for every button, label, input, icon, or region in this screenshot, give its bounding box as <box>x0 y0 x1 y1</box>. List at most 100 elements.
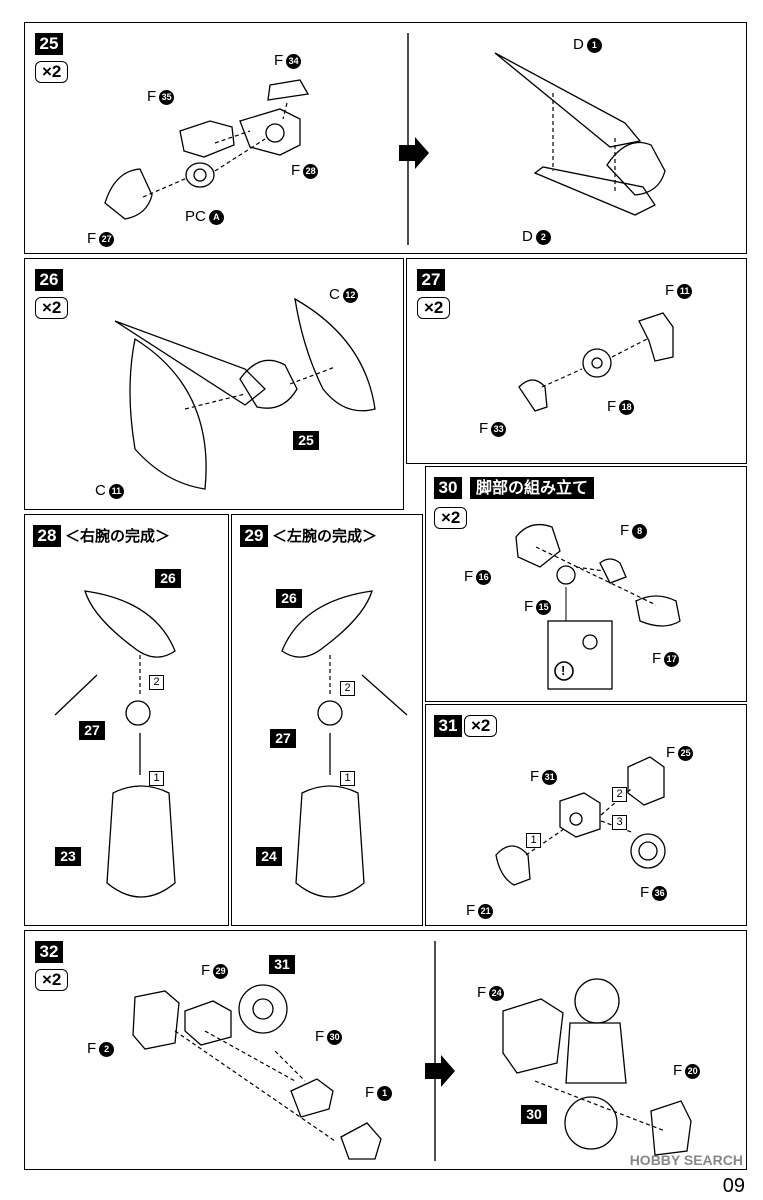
label-f24-num: 24 <box>489 985 505 1001</box>
label-f17-num: 17 <box>664 651 680 667</box>
spike-left <box>54 674 98 716</box>
step-28-order-2: 2 <box>149 675 164 690</box>
step-32-ref-30: 30 <box>521 1105 547 1124</box>
page-number: 09 <box>722 1175 745 1197</box>
step-29-order-1: 1 <box>340 771 355 786</box>
label-f31-letter: F <box>530 768 540 785</box>
label-f18-num: 18 <box>619 399 635 415</box>
part-d2-shape <box>533 166 656 216</box>
step-28-ref-23: 23 <box>55 847 81 866</box>
step-31-number: 31 <box>434 715 462 737</box>
step-28-title: ＜右腕の完成＞ <box>65 527 171 545</box>
step-32-number: 32 <box>35 941 63 963</box>
step-28-panel: 28 ＜右腕の完成＞ 26 27 23 2 1 <box>24 514 229 926</box>
label-f2-letter: F <box>87 1040 97 1057</box>
label-d2-num: 2 <box>535 229 551 245</box>
label-pca-num: A <box>208 209 224 225</box>
label-f11-num: 11 <box>677 283 693 299</box>
part-f28-shape <box>239 108 301 156</box>
label-f34-letter: F <box>274 52 284 69</box>
label-f36-num: 36 <box>652 885 668 901</box>
part-f2-shape <box>132 990 180 1050</box>
part-f8-shape <box>599 558 627 584</box>
part-blade-shape <box>114 320 266 406</box>
part-f35-shape <box>179 120 235 158</box>
assembly-upper-shape <box>574 978 620 1024</box>
step-29-ref-24: 24 <box>256 847 282 866</box>
part-31-ref-shape <box>238 984 288 1034</box>
step-30-number: 30 <box>434 477 462 499</box>
label-c12-letter: C <box>329 286 340 303</box>
part-f16-shape <box>515 523 561 568</box>
part-23-shape <box>106 785 176 898</box>
label-c11-num: 11 <box>108 483 124 499</box>
step-31-order-2: 2 <box>612 787 627 802</box>
step-25-number: 25 <box>35 33 63 55</box>
watermark: HOBBY SEARCH <box>629 1152 743 1168</box>
next-arrow-icon <box>399 137 429 169</box>
step-28-illustration <box>54 590 176 898</box>
step-28-ref-27: 27 <box>79 721 105 740</box>
label-f27-letter: F <box>87 230 97 247</box>
label-d2-letter: D <box>522 228 533 245</box>
step-32-illustration <box>132 941 692 1161</box>
label-f21-num: 21 <box>478 903 494 919</box>
label-f15-num: 15 <box>536 599 552 615</box>
label-f1-letter: F <box>365 1084 375 1101</box>
next-arrow-icon <box>425 1055 455 1087</box>
part-f11-shape <box>638 312 674 362</box>
step-27-illustration <box>518 312 674 412</box>
part-f29-shape <box>184 1000 232 1046</box>
part-f18-shape <box>582 348 612 378</box>
label-f15-letter: F <box>524 598 534 615</box>
step-31-order-3: 3 <box>612 815 627 830</box>
part-f33-shape <box>518 379 548 412</box>
step-31-multiplier: ×2 <box>464 715 498 737</box>
label-d1-letter: D <box>573 36 584 53</box>
step-28-order-1: 1 <box>149 771 164 786</box>
label-f20-letter: F <box>673 1062 683 1079</box>
part-27-shape <box>317 700 343 726</box>
part-c11-shape <box>129 337 207 490</box>
step-26-illustration <box>114 297 376 490</box>
part-f20-shape <box>650 1100 692 1156</box>
label-d1-num: 1 <box>586 37 602 53</box>
label-f27-num: 27 <box>99 231 115 247</box>
spike-right <box>361 674 408 716</box>
part-30-ref-shape <box>564 1096 618 1150</box>
step-28-number: 28 <box>33 525 61 547</box>
label-f21-letter: F <box>466 902 476 919</box>
label-c12-num: 12 <box>342 287 358 303</box>
part-26-mirror-shape <box>281 590 373 658</box>
label-f8-num: 8 <box>632 523 648 539</box>
label-f1-num: 1 <box>377 1085 393 1101</box>
part-25-ref-shape <box>239 359 298 409</box>
step-32-ref-31: 31 <box>269 955 295 974</box>
step-29-panel: 29 ＜左腕の完成＞ 26 27 24 2 1 <box>231 514 423 926</box>
step-30-multiplier: ×2 <box>434 507 468 529</box>
label-f36-letter: F <box>640 884 650 901</box>
part-26-shape <box>84 590 176 658</box>
part-c12-shape <box>294 297 376 412</box>
part-pca-shape <box>185 162 215 188</box>
step-31-illustration <box>495 756 666 886</box>
